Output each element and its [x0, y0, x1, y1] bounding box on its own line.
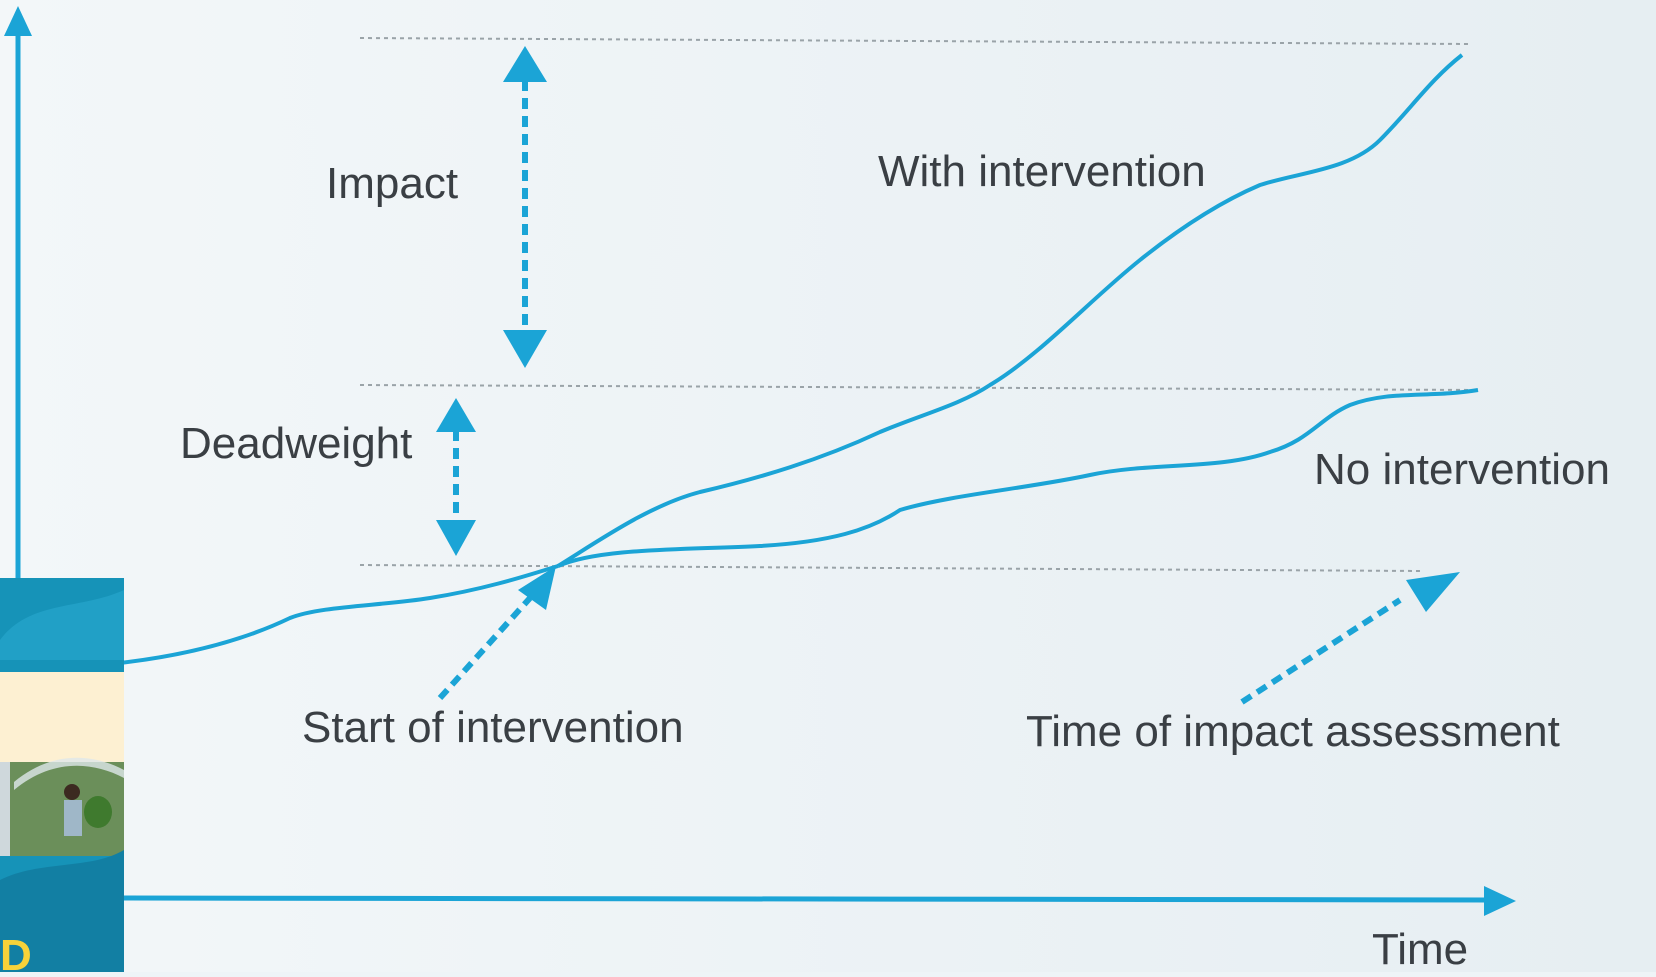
- deadweight-label: Deadweight: [180, 419, 412, 468]
- inset-greenhouse-roof: [14, 757, 124, 790]
- time-of-assessment-label: Time of impact assessment: [1026, 707, 1560, 756]
- y-axis-arrowhead: [4, 6, 32, 36]
- impact-arrow-down: [503, 330, 547, 368]
- inset-person-head: [64, 784, 80, 800]
- start-pointer-shaft: [437, 595, 533, 701]
- assessment-pointer-head: [1406, 572, 1460, 612]
- start-pointer-head: [518, 566, 556, 610]
- with-intervention-label: With intervention: [878, 147, 1206, 196]
- inset-plants: [84, 796, 112, 828]
- inset-wave-top: [0, 590, 124, 660]
- x-axis-line: [119, 895, 1491, 903]
- deadweight-arrow-down: [436, 520, 476, 556]
- x-axis-arrowhead: [1484, 886, 1516, 916]
- x-axis-label: Time: [1372, 925, 1468, 972]
- inset-thumbnail: D: [0, 578, 124, 977]
- no-intervention-line: [557, 388, 1479, 568]
- inset-cream-band: [0, 672, 124, 762]
- guide-line-top: [359, 37, 1469, 45]
- inset-photo-frame: [0, 762, 10, 856]
- baseline-trend-line: [119, 564, 559, 665]
- inset-person-body: [64, 800, 82, 836]
- guide-line-bottom: [359, 564, 1421, 572]
- with-intervention-line: [556, 53, 1464, 568]
- inset-letter: D: [0, 931, 32, 972]
- guide-line-middle: [359, 384, 1479, 391]
- impact-arrow-up: [503, 46, 547, 82]
- impact-label: Impact: [326, 159, 458, 208]
- no-intervention-label: No intervention: [1314, 445, 1610, 494]
- start-of-intervention-label: Start of intervention: [302, 703, 684, 752]
- inset-wave-bottom: [0, 850, 124, 972]
- assessment-pointer-shaft: [1240, 597, 1402, 705]
- deadweight-arrow-up: [436, 398, 476, 432]
